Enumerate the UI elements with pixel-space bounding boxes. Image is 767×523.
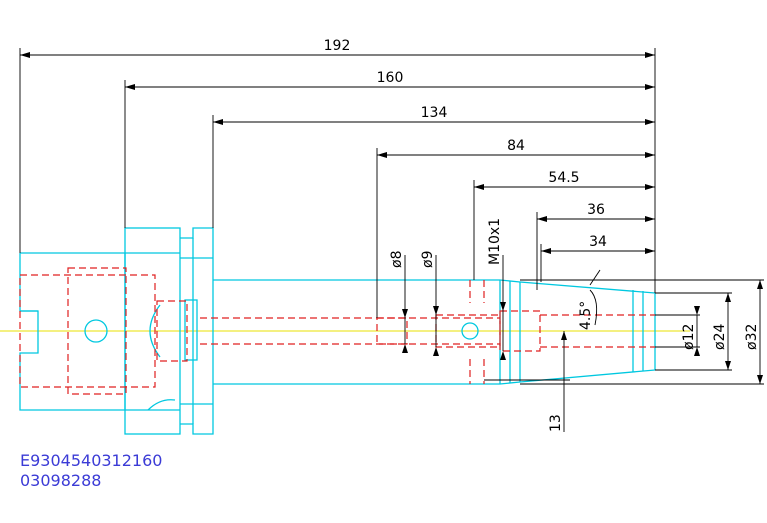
tool-holder-outline <box>19 227 656 435</box>
dim-overall-length: 192 <box>324 38 351 54</box>
dim-offset-13: 13 <box>548 414 564 432</box>
order-code: 03098288 <box>20 471 101 490</box>
dim-nose-length-a: 36 <box>587 202 605 218</box>
dim-dia-12: ø12 <box>681 324 697 350</box>
dim-collet-length: 54.5 <box>548 170 579 186</box>
dim-shank-length: 134 <box>421 105 448 121</box>
dim-flange-length: 160 <box>377 70 404 86</box>
dim-dia-24: ø24 <box>712 324 728 350</box>
dim-thread: M10x1 <box>487 218 503 265</box>
dim-bore-d9: ø9 <box>420 251 436 268</box>
dim-bore-d8: ø8 <box>389 251 405 268</box>
dim-dia-32: ø32 <box>744 324 760 350</box>
dim-bore-depth: 84 <box>507 138 525 154</box>
dim-taper-angle: 4.5° <box>578 301 594 330</box>
dimension-lines <box>19 48 764 432</box>
dimension-labels: 192 160 134 84 54.5 36 34 ø8 ø9 M10x1 4.… <box>324 38 760 432</box>
dim-nose-length-b: 34 <box>589 234 607 250</box>
article-number: E9304540312160 <box>20 451 162 470</box>
